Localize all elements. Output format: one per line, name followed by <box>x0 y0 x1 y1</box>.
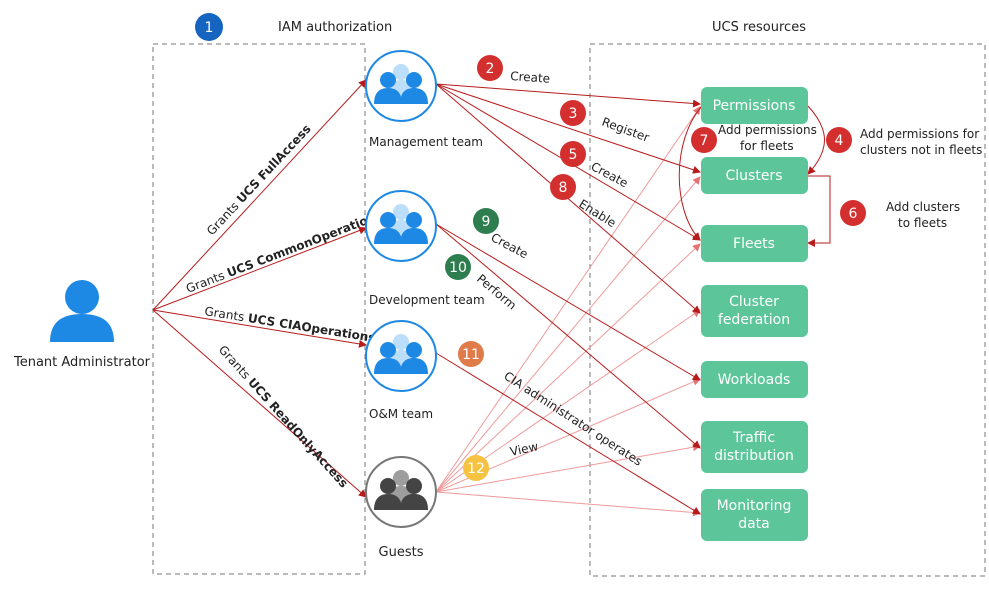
grant-arrow-guests <box>152 309 367 498</box>
svg-text:Traffic: Traffic <box>732 430 775 446</box>
grant-label-readonly: Grants UCS ReadOnlyAccess <box>216 343 351 491</box>
svg-text:2: 2 <box>486 61 495 77</box>
om-team <box>365 320 437 392</box>
action-enable: Enable <box>576 197 618 231</box>
svg-text:9: 9 <box>482 214 491 230</box>
step-1-badge <box>195 13 223 41</box>
note-add-perm-fleets-1: Add permissions <box>718 123 817 137</box>
resource-fleets: Fleets <box>701 225 808 262</box>
action-dev-create: Create <box>489 230 531 261</box>
grant-label-cia: Grants UCS CIAOperations <box>204 304 377 345</box>
guests-label: Guests <box>379 545 424 560</box>
svg-text:data: data <box>738 516 770 532</box>
svg-text:6: 6 <box>849 206 858 222</box>
iam-authorization-box <box>152 43 366 575</box>
ucs-section-title: UCS resources <box>712 20 806 35</box>
action-create-permissions: Create <box>510 69 551 86</box>
action-create-fleets: Create <box>589 159 631 190</box>
svg-text:Fleets: Fleets <box>733 236 775 252</box>
guests-team <box>365 456 437 528</box>
step-12-badge: 12 <box>463 455 489 481</box>
resource-monitoring-data: Monitoring data <box>701 489 808 541</box>
resource-clusters: Clusters <box>701 157 808 194</box>
development-arrows <box>435 223 701 449</box>
resource-workloads: Workloads <box>701 361 808 398</box>
add-clusters-fleets-bracket <box>807 175 831 247</box>
group-icon <box>374 204 428 244</box>
svg-text:8: 8 <box>559 180 568 196</box>
ucs-resources-box <box>589 43 986 577</box>
iam-section-title: IAM authorization <box>278 20 392 35</box>
svg-text:Cluster: Cluster <box>729 294 779 310</box>
management-team-label: Management team <box>369 135 483 149</box>
svg-text:Permissions: Permissions <box>713 98 796 114</box>
resource-traffic-distribution: Traffic distribution <box>701 421 808 473</box>
step-2-badge: 2 <box>477 55 503 81</box>
grant-arrow-om <box>152 309 367 348</box>
grant-label-full: Grants UCS FullAccess <box>204 122 314 238</box>
om-team-label: O&M team <box>369 407 433 421</box>
grant-arrow-management <box>152 79 367 311</box>
person-icon <box>50 280 114 342</box>
note-add-perm-clusters-2: clusters not in fleets <box>860 143 982 157</box>
development-team-label: Development team <box>369 293 485 307</box>
resource-permissions: Permissions <box>701 87 808 124</box>
add-perm-fleets-curve <box>678 105 703 241</box>
svg-text:4: 4 <box>835 133 844 149</box>
development-team <box>365 190 437 262</box>
step-11-badge: 11 <box>458 341 484 367</box>
svg-text:Workloads: Workloads <box>718 372 791 388</box>
om-arrow <box>435 352 701 515</box>
svg-text:11: 11 <box>462 347 480 363</box>
svg-text:5: 5 <box>569 147 578 163</box>
svg-text:10: 10 <box>449 260 467 276</box>
resource-cluster-federation: Cluster federation <box>701 285 808 337</box>
grant-arrow-development <box>152 226 367 311</box>
step-6-badge: 6 <box>840 200 866 226</box>
step-8-badge: 8 <box>550 174 576 200</box>
step-9-badge: 9 <box>473 208 499 234</box>
management-team <box>365 50 437 122</box>
tenant-admin-label: Tenant Administrator <box>13 355 151 370</box>
svg-text:3: 3 <box>569 106 578 122</box>
step-1-number: 1 <box>205 20 214 36</box>
note-add-clusters-fleets-1: Add clusters <box>886 200 960 214</box>
note-add-perm-clusters-1: Add permissions for <box>860 127 979 141</box>
svg-text:12: 12 <box>467 461 485 477</box>
svg-text:distribution: distribution <box>714 448 794 464</box>
svg-text:7: 7 <box>700 133 709 149</box>
step-7-badge: 7 <box>691 127 717 153</box>
step-4-badge: 4 <box>826 127 852 153</box>
svg-text:Clusters: Clusters <box>726 168 783 184</box>
group-icon <box>374 64 428 104</box>
step-3-badge: 3 <box>560 100 586 126</box>
svg-text:Monitoring: Monitoring <box>717 498 792 514</box>
step-10-badge: 10 <box>445 254 471 280</box>
note-add-perm-fleets-2: for fleets <box>740 139 794 153</box>
action-view: View <box>509 439 540 459</box>
note-add-clusters-fleets-2: to fleets <box>898 216 947 230</box>
svg-text:federation: federation <box>718 312 790 328</box>
step-5-badge: 5 <box>560 141 586 167</box>
add-perm-clusters-curve <box>807 105 825 175</box>
group-icon <box>374 334 428 374</box>
action-register: Register <box>600 115 651 145</box>
group-icon <box>374 470 428 510</box>
guest-view-arrows <box>435 106 701 517</box>
